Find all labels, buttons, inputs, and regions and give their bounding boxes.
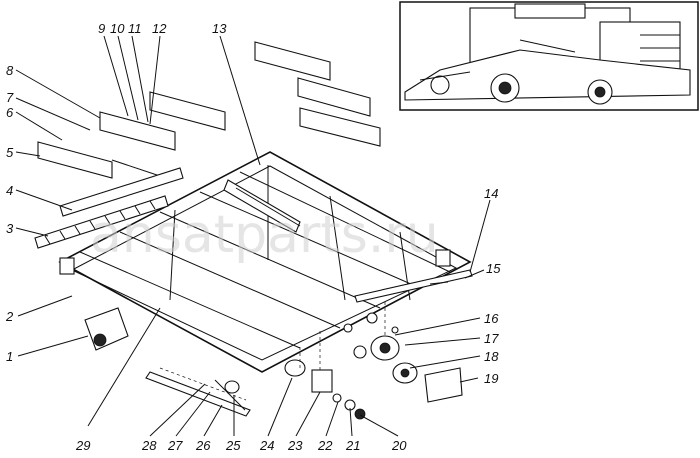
callout-9: 9 [98, 21, 105, 36]
callout-27: 27 [167, 438, 183, 453]
callout-22: 22 [317, 438, 333, 453]
callout-2: 2 [5, 309, 14, 324]
callout-11: 11 [128, 21, 142, 36]
callout-15: 15 [486, 261, 501, 276]
callout-8: 8 [6, 63, 14, 78]
callout-6: 6 [6, 105, 14, 120]
callout-24: 24 [259, 438, 274, 453]
callout-19: 19 [484, 371, 498, 386]
callout-16: 16 [484, 311, 499, 326]
callout-3: 3 [6, 221, 14, 236]
watermark: ansatparts.ru [90, 205, 439, 265]
callout-12: 12 [152, 21, 167, 36]
hardware-parts [84, 281, 463, 420]
sieve-frame [58, 151, 472, 373]
callout-25: 25 [225, 438, 241, 453]
callout-28: 28 [141, 438, 157, 453]
callout-10: 10 [110, 21, 125, 36]
leader-lines [15, 35, 491, 437]
callout-20: 20 [391, 438, 407, 453]
callout-18: 18 [484, 349, 499, 364]
callout-23: 23 [287, 438, 303, 453]
callout-29: 29 [75, 438, 90, 453]
callout-21: 21 [345, 438, 360, 453]
callout-17: 17 [484, 331, 499, 346]
inset-combine-illustration [399, 1, 699, 111]
callout-13: 13 [212, 21, 227, 36]
callout-14: 14 [484, 186, 498, 201]
callout-7: 7 [6, 90, 14, 105]
callout-5: 5 [6, 145, 14, 160]
slider-assembly [223, 179, 301, 233]
callout-26: 26 [195, 438, 211, 453]
callout-1: 1 [6, 349, 13, 364]
upper-bracket-strips [37, 41, 381, 179]
callout-4: 4 [6, 183, 13, 198]
comb-teeth [34, 167, 184, 249]
long-rods [145, 269, 473, 417]
callout-labels: 1 2 3 4 5 6 7 8 9 10 11 12 13 14 15 16 1… [5, 21, 501, 453]
